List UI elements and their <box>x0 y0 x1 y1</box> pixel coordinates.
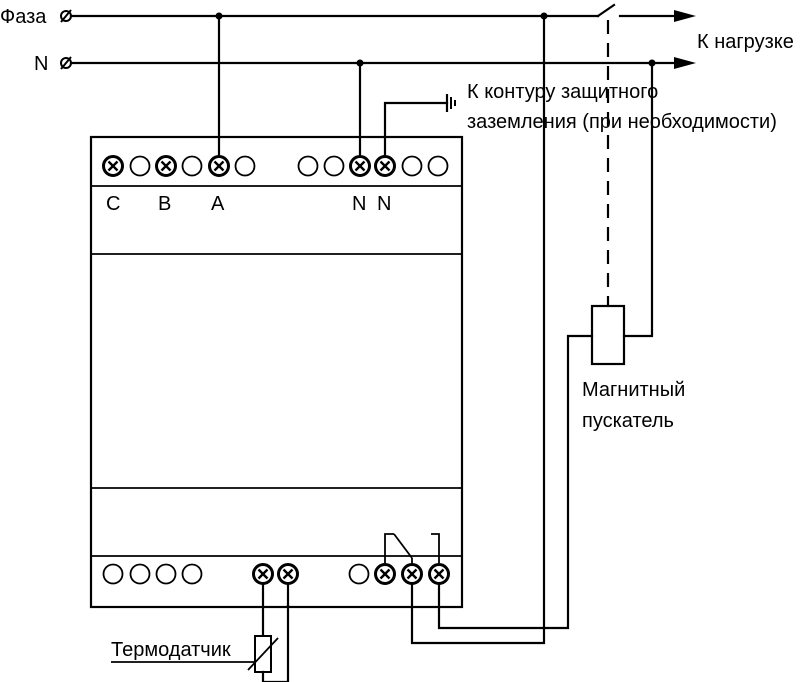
terminal-empty <box>102 563 124 585</box>
terminal-empty <box>181 563 203 585</box>
top-terminal-row <box>102 155 449 177</box>
starter-label-line2: пускатель <box>582 410 674 432</box>
terminal-sensor-2 <box>277 563 299 585</box>
neutral-label: N <box>34 53 48 75</box>
terminal-empty <box>155 563 177 585</box>
terminal-c-label: C <box>106 193 120 215</box>
ground-wire <box>383 94 456 162</box>
terminal-empty <box>129 563 151 585</box>
terminal-relay-3 <box>428 563 450 585</box>
terminal-b-top <box>155 155 177 177</box>
terminal-n2-label: N <box>377 193 391 215</box>
wire-neutral-to-starter <box>622 61 654 338</box>
terminal-empty <box>129 155 151 177</box>
terminal-empty <box>348 563 370 585</box>
to-load-label: К нагрузке <box>697 31 794 53</box>
terminal-sensor-1 <box>252 563 274 585</box>
terminal-a-top <box>208 155 230 177</box>
terminal-n1-top <box>349 155 371 177</box>
terminal-empty <box>401 155 423 177</box>
terminal-empty <box>234 155 256 177</box>
terminal-a-label: A <box>211 193 225 215</box>
neutral-line <box>60 56 696 70</box>
terminal-relay-2 <box>401 563 423 585</box>
wire-phase-to-relay <box>410 14 546 645</box>
wire-relay-to-starter <box>437 334 594 630</box>
terminal-relay-1 <box>374 563 396 585</box>
thermosensor-label: Термодатчик <box>111 639 231 661</box>
ground-label-line2: заземления (при необходимости) <box>467 111 777 133</box>
terminal-c-top <box>102 155 124 177</box>
terminal-empty <box>181 155 203 177</box>
magnetic-starter-coil <box>590 304 626 366</box>
bottom-terminal-row <box>102 563 450 585</box>
terminal-empty <box>427 155 449 177</box>
phase-label: Фаза <box>0 6 47 28</box>
phase-line <box>60 3 696 23</box>
terminal-empty <box>297 155 319 177</box>
thermosensor <box>111 572 290 682</box>
terminal-empty <box>323 155 345 177</box>
terminal-n1-label: N <box>352 193 366 215</box>
ground-label-line1: К контуру защитного <box>467 81 658 103</box>
terminal-b-label: B <box>158 193 171 215</box>
device-housing <box>89 135 464 609</box>
terminal-n2-top <box>374 155 396 177</box>
starter-label-line1: Магнитный <box>582 379 685 401</box>
